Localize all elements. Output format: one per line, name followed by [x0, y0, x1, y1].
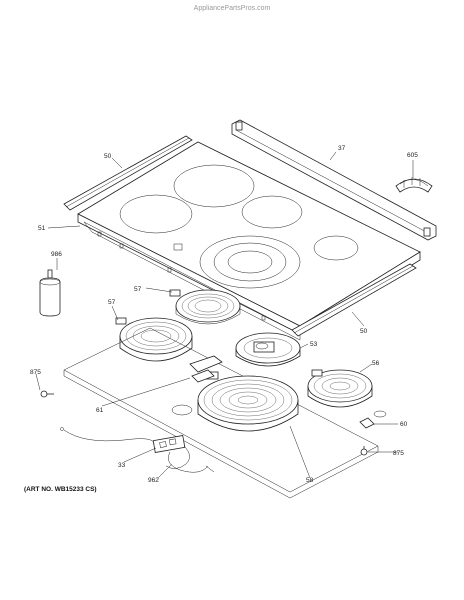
radiant-element-rear-left [169, 289, 241, 325]
burner-box [63, 327, 387, 499]
right-side-trim [291, 263, 417, 337]
clip-60 [359, 417, 375, 429]
mounting-bracket [189, 355, 223, 383]
callout-875-left: 875 [30, 369, 41, 376]
callout-53: 53 [310, 341, 318, 348]
rear-trim-strip [231, 119, 437, 241]
callout-962: 962 [148, 477, 159, 484]
callout-875-right: 875 [393, 450, 404, 457]
callout-56: 56 [372, 360, 380, 367]
radiant-element-front-left [115, 317, 193, 362]
callout-33: 33 [118, 462, 126, 469]
callout-986: 986 [51, 251, 62, 258]
callout-58: 58 [306, 477, 314, 484]
cleaner-bottle [39, 269, 61, 317]
leader-lines [35, 151, 414, 479]
callout-50-bottom: 50 [360, 328, 368, 335]
callout-61: 61 [96, 407, 104, 414]
radiant-element-right [307, 369, 373, 408]
radiant-element-front-large [197, 371, 299, 432]
limiter-switch [60, 427, 215, 473]
callout-60: 60 [400, 421, 408, 428]
left-side-trim [63, 135, 193, 211]
callout-57-lower: 57 [108, 299, 116, 306]
callout-57-upper: 57 [134, 286, 142, 293]
callout-51: 51 [38, 225, 46, 232]
art-number: (ART NO. WB15233 CS) [24, 486, 97, 493]
wire-harness [395, 177, 433, 193]
radiant-element-warmer [235, 332, 301, 367]
watermark-text: AppliancePartsPros.com [194, 5, 271, 12]
callout-37: 37 [338, 145, 346, 152]
callout-50-top: 50 [104, 153, 112, 160]
screw-right [360, 446, 368, 456]
callout-605: 605 [407, 152, 418, 159]
screw-left [40, 390, 54, 398]
